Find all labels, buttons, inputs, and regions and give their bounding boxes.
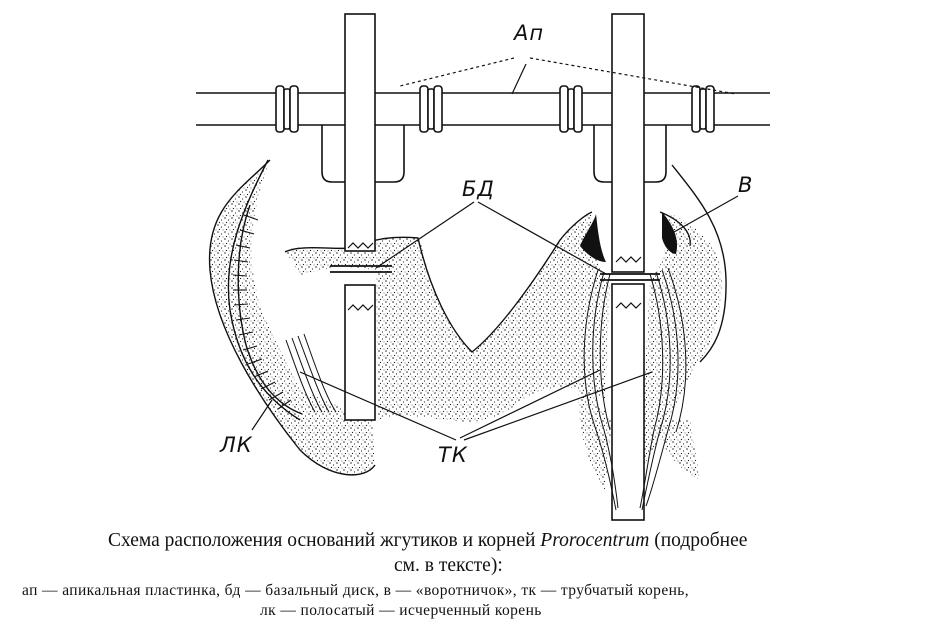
right-flagellum (611, 13, 645, 521)
caption-legend-line2: лк — полосатый — исчерченный корень (260, 602, 542, 619)
label-tk: ТК (438, 443, 468, 467)
apical-ring-1 (275, 85, 299, 133)
caption-title-text: Схема расположения оснований жгутиков и … (108, 530, 541, 551)
apical-plate (196, 85, 770, 183)
label-bd: БД (462, 177, 495, 201)
apical-ring-3 (559, 85, 583, 133)
caption-title-line2: см. в тексте): (394, 555, 503, 576)
caption-title-tail: (подробнее (649, 530, 748, 551)
left-flagellum (344, 13, 376, 421)
left-cell-region (208, 159, 376, 476)
collar-crescent-left (580, 214, 606, 262)
apical-ring-4 (691, 85, 715, 133)
label-v: В (738, 173, 753, 197)
apical-ring-2 (419, 85, 443, 133)
caption-title-line1: Схема расположения оснований жгутиков и … (108, 528, 938, 554)
label-lk: ЛК (219, 433, 253, 457)
label-ap: Ап (512, 21, 544, 45)
caption-legend-line1: ап — апикальная пластинка, бд — базальны… (22, 582, 690, 599)
central-cell-body (284, 211, 610, 422)
left-basal-disc (330, 265, 392, 273)
caption-genus: Prorocentrum (540, 530, 650, 551)
lower-right-stipple (578, 380, 700, 490)
flagella-base-diagram: Ап БД В ЛК ТК (196, 13, 770, 521)
collar-crescent-right (662, 212, 678, 254)
leader-lines (251, 57, 739, 441)
